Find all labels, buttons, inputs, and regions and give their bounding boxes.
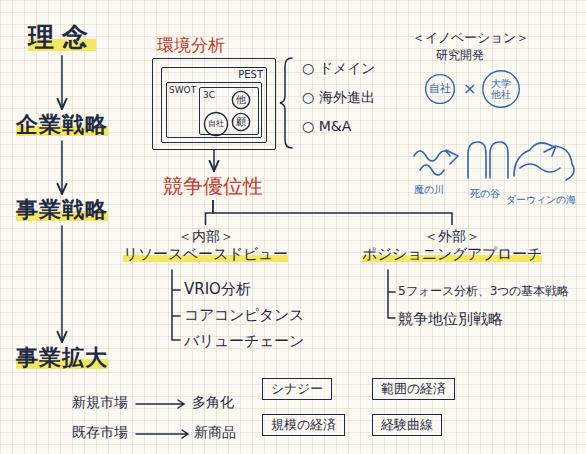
approach-node: ＜外部＞ポジショニングアプローチ — [358, 226, 546, 265]
node-text: 3C — [203, 91, 215, 100]
node-text: PEST — [238, 70, 263, 80]
node-text: 事業戦略 — [16, 197, 108, 223]
note-label: 既存市場 — [72, 424, 128, 441]
list-bracket — [388, 270, 395, 318]
node-text: ＜内部＞ — [123, 228, 288, 245]
node-text: 環境分析 — [157, 34, 225, 57]
threec-box: 3C 他自社 顧 — [199, 87, 259, 135]
note-label: 5フォース分析、3つの基本戦略 — [398, 284, 569, 298]
note-label: ダーウィンの海 — [506, 194, 576, 206]
node-text: 競争優位性 — [163, 174, 263, 198]
note-label: コアコンピタンス — [184, 306, 304, 324]
node-text: 理念 — [28, 22, 96, 53]
note-label: 研究開発 — [436, 48, 484, 62]
section-heading: 競争優位性 — [159, 172, 267, 200]
note-label: 新規市場 — [72, 394, 128, 411]
note-label: ○ M&A — [302, 118, 351, 135]
node-text: リソースベースドビュー — [123, 245, 288, 263]
connector — [61, 55, 63, 109]
node-text: 企業戦略 — [16, 112, 108, 138]
connector — [206, 200, 214, 225]
node-text: SWOT — [169, 86, 196, 95]
node-text: ＜外部＞ — [362, 228, 542, 245]
concept-heading: 理念 — [24, 20, 100, 55]
note-label: バリューチェーン — [184, 332, 304, 350]
connector — [61, 140, 63, 194]
node-text: 自社 — [429, 82, 451, 95]
list-bracket — [172, 270, 180, 340]
approach-node: ＜内部＞リソースベースドビュー — [119, 226, 292, 265]
sea-sketch — [514, 143, 574, 180]
note-label: ○ ドメイン — [302, 60, 375, 77]
concept-box: シナジー — [262, 378, 332, 400]
node-text: 大学 他社 — [490, 78, 513, 101]
node-text: 経験曲線 — [381, 417, 433, 433]
note-label: 競争地位別戦略 — [398, 310, 503, 328]
node-text: ポジショニングアプローチ — [362, 245, 542, 263]
note-label: VRIO分析 — [184, 280, 251, 298]
concept-box: 経験曲線 — [372, 414, 442, 436]
connector — [61, 225, 63, 342]
swot-box: SWOT 3C 他自社 顧 — [166, 82, 262, 138]
node-text: 事業拡大 — [16, 345, 108, 371]
arrow — [136, 430, 188, 438]
note-label: ○ 海外進出 — [302, 89, 375, 106]
circle-node: 大学 他社 — [482, 70, 520, 108]
node-text: 他 — [236, 94, 246, 106]
concept-box: 規模の経済 — [262, 414, 345, 436]
connector — [213, 200, 452, 225]
analysis-box: 環境分析PESTSWOT3C他自社顧 — [152, 58, 276, 150]
level-heading: 事業拡大 — [12, 343, 112, 373]
node-text: 範囲の経済 — [381, 381, 446, 397]
level-heading: 企業戦略 — [12, 110, 112, 140]
arrow — [136, 400, 184, 408]
concept-box: 範囲の経済 — [372, 378, 455, 400]
node-text: 規模の経済 — [271, 417, 336, 433]
curly-brace — [280, 58, 292, 148]
river-sketch — [414, 150, 458, 175]
circle-node: 自社 — [204, 112, 228, 136]
circle-node: 他 — [232, 91, 250, 109]
note-label: × — [463, 79, 476, 98]
valley-sketch — [468, 142, 508, 178]
pest-box: PEST SWOT 3C 他自社 顧 — [161, 67, 267, 143]
circle-node: 自社 — [425, 74, 455, 104]
connector — [213, 150, 215, 171]
note-label: 新商品 — [194, 424, 236, 441]
note-label: 死の谷 — [470, 188, 500, 200]
node-text: シナジー — [271, 381, 323, 397]
node-text: 顧 — [236, 116, 246, 128]
note-label: 多角化 — [192, 394, 234, 411]
note-label: 魔の川 — [414, 184, 444, 196]
level-heading: 事業戦略 — [12, 195, 112, 225]
note-label: ＜イノベーション＞ — [412, 30, 529, 46]
circle-node: 顧 — [232, 113, 250, 131]
node-text: 自社 — [208, 119, 224, 129]
